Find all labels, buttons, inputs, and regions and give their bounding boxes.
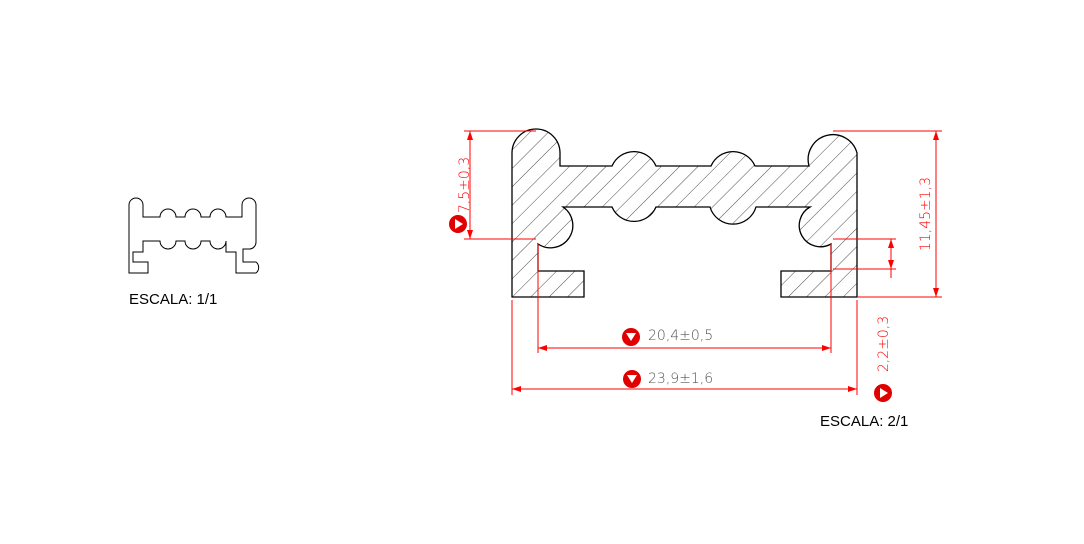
dimension-foot-height-value: 2,2±0,3 xyxy=(876,316,892,372)
large-profile-section xyxy=(511,128,858,298)
circled-triangle-icon xyxy=(623,370,641,388)
dimension-arrowheads xyxy=(467,131,939,392)
dimension-height-inner xyxy=(464,130,536,240)
dimension-height-total xyxy=(833,130,942,298)
dimension-width-inner xyxy=(537,244,832,353)
dimension-width-inner-value: 20,4±0,5 xyxy=(648,328,713,344)
dimension-width-total-value: 23,9±1,6 xyxy=(648,371,713,387)
dimension-height-inner-value: 7,5±0,3 xyxy=(457,157,473,213)
scale-label-large: ESCALA: 2/1 xyxy=(820,413,908,430)
scale-label-small: ESCALA: 1/1 xyxy=(129,291,217,308)
small-profile-outline xyxy=(128,197,260,274)
circled-triangle-icon xyxy=(449,215,467,233)
dimension-width-total xyxy=(511,300,858,395)
dimension-height-total-value: 11,45±1,3 xyxy=(918,177,934,251)
circled-triangle-icon xyxy=(874,384,892,402)
small-profile-view: ESCALA: 1/1 xyxy=(128,197,260,308)
circled-triangle-icon xyxy=(622,328,640,346)
large-profile-view: 7,5±0,3 11,45±1,3 2,2±0,3 20,4±0,5 xyxy=(449,128,942,430)
